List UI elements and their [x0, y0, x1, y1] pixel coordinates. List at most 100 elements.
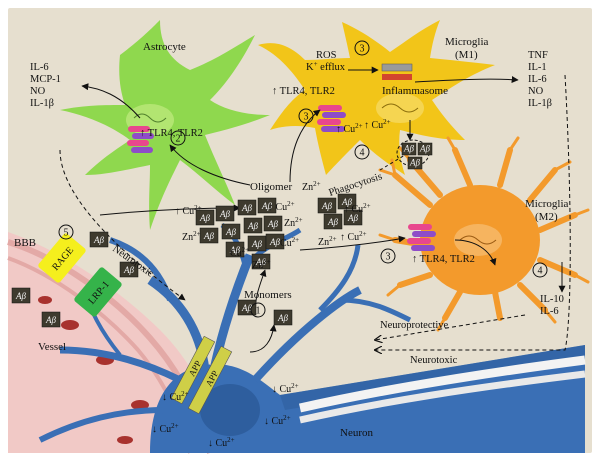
bbb-label: BBB	[14, 237, 36, 249]
step-circle: 3	[354, 40, 370, 56]
ion-label: Zn2+	[252, 258, 271, 271]
step-circle: 3	[380, 248, 396, 264]
inflammasome-box	[381, 63, 413, 80]
abeta-box: Aβ	[401, 142, 417, 156]
step-circle: 1	[250, 302, 266, 318]
tlr-astrocyte-label: ↑ TLR4, TLR2	[140, 128, 203, 139]
ion-label: ↑ Cu2+	[175, 204, 202, 217]
oligomer-label: Oligomer	[250, 181, 292, 193]
abeta-label: Aβ	[255, 257, 266, 267]
abeta-label: Aβ	[229, 245, 240, 255]
ion-label: Zn2+	[284, 216, 303, 229]
abeta-label: Aβ	[347, 213, 358, 223]
cytokine-item: IL-6	[540, 306, 559, 317]
vessel-label: Vessel	[38, 341, 66, 353]
tlr-m1-label: ↑ TLR4, TLR2	[272, 86, 335, 97]
step-circle: 2	[170, 130, 186, 146]
abeta-label: Aβ	[277, 313, 288, 323]
ion-label: ↓ Cu2+	[162, 390, 189, 403]
step-circle: 5	[58, 224, 74, 240]
abeta-box: Aβ	[221, 223, 241, 240]
ion-label: Zn2+	[182, 230, 201, 243]
cytokine-item: IL-1β	[30, 98, 54, 109]
abeta-box: Aβ	[237, 299, 257, 316]
abeta-label: Aβ	[267, 219, 278, 229]
microglia-m2-sub: (M2)	[535, 211, 558, 223]
abeta-label: Aβ	[251, 239, 262, 249]
step-number: 5	[64, 228, 69, 239]
abeta-label: Aβ	[93, 235, 104, 245]
ion-label: ↑ Cu2+	[364, 118, 391, 131]
cytokine-item: IL-6	[30, 62, 49, 73]
ion-label: ↓ Cu2+	[272, 382, 299, 395]
abeta-label: Aβ	[241, 203, 252, 213]
abeta-box: Aβ	[343, 209, 363, 226]
microglia-m1-sub: (M1)	[455, 49, 478, 61]
abeta-box: Aβ	[41, 311, 61, 328]
step-circle: 4	[532, 262, 548, 278]
receptor-astrocyte	[127, 126, 154, 153]
microglia-m2	[378, 136, 590, 332]
abeta-box: Aβ	[215, 205, 235, 222]
inflammasome-label: Inflammasome	[382, 85, 448, 97]
lrp1-receptor: LRP-1	[74, 267, 122, 317]
abeta-label: Aβ	[321, 201, 332, 211]
ion-label: Cu2+	[230, 246, 249, 259]
cytokine-item: TNF	[528, 50, 548, 61]
abeta-label: Aβ	[241, 303, 252, 313]
neuron	[38, 222, 586, 453]
neuron-label: Neuron	[340, 427, 373, 439]
cytokine-item: IL-1β	[528, 98, 552, 109]
abeta-label: Aβ	[341, 197, 352, 207]
abeta-box: Aβ	[273, 309, 293, 326]
abeta-label: Aβ	[403, 144, 414, 154]
step-number: 4	[538, 266, 543, 277]
abeta-label: Aβ	[247, 221, 258, 231]
abeta-box: Aβ	[119, 261, 139, 278]
cytokine-item: IL-10	[540, 294, 564, 305]
microglia-m1-label: Microglia	[445, 36, 488, 48]
cytokine-item: NO	[30, 86, 46, 97]
abeta-box: Aβ	[251, 253, 271, 270]
ros-label: ROS	[316, 50, 337, 61]
abeta-label: Aβ	[219, 209, 230, 219]
abeta-box: Aβ	[195, 209, 215, 226]
abeta-label: Aβ	[45, 315, 56, 325]
receptor-m1	[317, 105, 346, 132]
k-efflux-label: K+ efflux	[306, 60, 346, 73]
abeta-label: Aβ	[199, 213, 210, 223]
ion-labels: ↑ Cu2+↑ Cu2+Zn2+Cu2+Zn2+Cu2+Zn2+Zn2+Zn2+…	[152, 118, 391, 449]
abeta-label: Aβ	[123, 265, 134, 275]
neuroprotective-label: Neuroprotective	[380, 320, 449, 331]
ion-label: Cu2+	[280, 236, 299, 249]
app-proteins: APP APP	[170, 335, 233, 415]
cytokine-item: MCP-1	[30, 74, 61, 85]
abeta-label: Aβ	[269, 237, 280, 247]
abeta-box: Aβ	[199, 227, 219, 244]
ion-label: ↑ Cu2+	[268, 200, 295, 213]
cytokine-item: IL-1	[528, 62, 547, 73]
abeta-box: Aβ	[265, 233, 285, 250]
abeta-box: Aβ	[11, 287, 31, 304]
ion-label: ↓ Cu2+	[208, 436, 235, 449]
microglia-m1	[258, 20, 495, 175]
abeta-box: Aβ	[237, 199, 257, 216]
step-number: 2	[176, 134, 181, 145]
ion-label: ↓ Cu2+	[152, 422, 179, 435]
ion-label: Zn2+	[318, 235, 337, 248]
abeta-label: Aβ	[419, 144, 430, 154]
tlr-m2-label: ↑ TLR4, TLR2	[412, 254, 475, 265]
abeta-label: Aβ	[15, 291, 26, 301]
step-circle: 3	[298, 108, 314, 124]
abeta-box: Aβ	[263, 215, 283, 232]
abeta-box: Aβ	[337, 193, 357, 210]
abeta-box: Aβ	[257, 197, 277, 214]
step-number: 3	[386, 252, 391, 263]
cytokine-item: NO	[528, 86, 544, 97]
ion-label: ↓ Cu2+	[264, 414, 291, 427]
receptor-m2	[407, 224, 436, 251]
astrocyte-label: Astrocyte	[143, 41, 186, 53]
abeta-label: Aβ	[409, 158, 420, 168]
